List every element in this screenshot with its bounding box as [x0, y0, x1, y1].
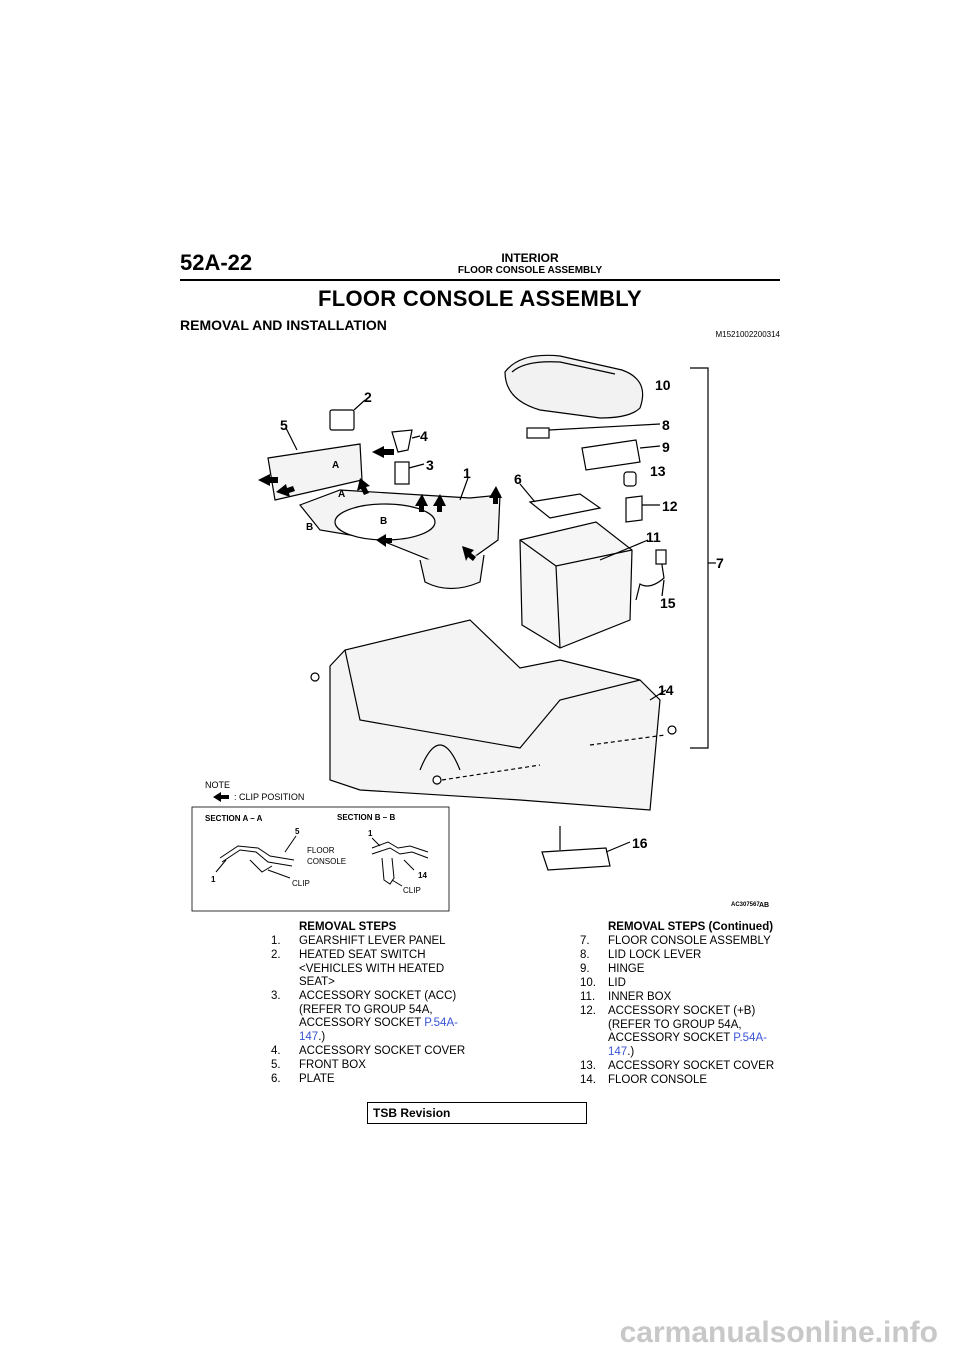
- clip-arrow-legend-icon: [213, 792, 229, 802]
- section-a-label-clip: CLIP: [292, 879, 310, 888]
- list-item: 14. FLOOR CONSOLE: [580, 1074, 708, 1086]
- callout-6: 6: [514, 471, 522, 487]
- callout-14: 14: [658, 682, 674, 698]
- socket-12-part: [625, 495, 643, 523]
- list-item: 13. ACCESSORY SOCKET COVER: [580, 1060, 775, 1072]
- socket-3-part: [394, 461, 410, 485]
- callout-15: 15: [660, 595, 676, 611]
- clip-arrow-icon: [376, 534, 392, 547]
- callout-16: 16: [632, 835, 648, 851]
- list-item: 4. ACCESSORY SOCKET COVER: [271, 1045, 466, 1057]
- clip-arrow-icon: [258, 474, 278, 486]
- section-letter-a-upper: A: [332, 460, 339, 471]
- procedure-subtitle: REMOVAL AND INSTALLATION: [180, 317, 387, 333]
- section-title: INTERIOR: [501, 251, 559, 265]
- callout-7: 7: [716, 555, 724, 571]
- section-b-title: SECTION B – B: [337, 813, 395, 822]
- clip-arrow-icon: [489, 486, 502, 504]
- clip-arrow-icon: [372, 446, 394, 458]
- subsection-title: FLOOR CONSOLE ASSEMBLY: [457, 265, 603, 276]
- callout-10: 10: [655, 377, 671, 393]
- note-text: : CLIP POSITION: [234, 792, 304, 802]
- list-item: 7. FLOOR CONSOLE ASSEMBLY: [580, 935, 771, 947]
- socket-cover-13-part: [623, 471, 637, 487]
- clip-position-arrows: [258, 446, 502, 561]
- callout-4: 4: [420, 428, 428, 444]
- section-letter-b-lower: B: [306, 522, 313, 533]
- section-a-label-floor: FLOOR: [307, 846, 335, 855]
- wire-harness-15-part: [635, 551, 665, 601]
- removal-steps-heading: REMOVAL STEPS: [299, 921, 397, 933]
- section-a-label-console: CONSOLE: [307, 857, 346, 866]
- section-b-callout-14: 14: [418, 871, 427, 880]
- removal-steps-left-list: 1. GEARSHIFT LEVER PANEL 2. HEATED SEAT …: [271, 935, 531, 1087]
- section-b-callout-1: 1: [368, 829, 373, 838]
- heated-seat-switch-part: [329, 409, 355, 431]
- callout-13: 13: [650, 463, 666, 479]
- list-item: 11. INNER BOX: [580, 991, 672, 1003]
- assembly-bracket: [690, 367, 709, 749]
- tsb-revision-label: TSB Revision: [373, 1106, 451, 1120]
- callout-8: 8: [662, 417, 670, 433]
- list-item: 3. ACCESSORY SOCKET (ACC) (REFER TO GROU…: [271, 990, 458, 1043]
- plate-part: [528, 493, 602, 519]
- section-a-callout-5: 5: [295, 827, 300, 836]
- header-rule: [180, 279, 780, 281]
- note-label: NOTE: [205, 780, 230, 790]
- clip-arrow-icon: [357, 478, 370, 495]
- callout-11: 11: [646, 529, 661, 545]
- removal-steps-right-list: 7. FLOOR CONSOLE ASSEMBLY 8. LID LOCK LE…: [580, 935, 780, 1088]
- list-item: 2. HEATED SEAT SWITCH <VEHICLES WITH HEA…: [271, 949, 445, 989]
- clip-arrow-icon: [462, 546, 476, 561]
- lid-lock-lever-part: [526, 427, 550, 439]
- section-inset-box: [191, 806, 450, 912]
- reference-link-147[interactable]: 147: [299, 1030, 319, 1043]
- inner-box-part: [519, 521, 633, 649]
- list-item: 1. GEARSHIFT LEVER PANEL: [271, 935, 446, 947]
- list-item: 9. HINGE: [580, 963, 645, 975]
- reference-link-p54a[interactable]: P.54A-: [733, 1032, 767, 1045]
- callout-5: 5: [280, 417, 288, 433]
- reference-link-147[interactable]: 147: [608, 1045, 628, 1058]
- list-item: 12. ACCESSORY SOCKET (+B) (REFER TO GROU…: [580, 1005, 767, 1058]
- bracket-16-part: [541, 847, 611, 871]
- document-code: M1521002200314: [715, 330, 780, 339]
- section-letter-a-lower: A: [338, 489, 345, 500]
- reference-link-p54a[interactable]: P.54A-: [424, 1017, 458, 1030]
- list-item: 10. LID: [580, 977, 626, 989]
- exploded-view-figure: 1 2 3 4 5 6 7 8 9 10 11 12 13 14 15 16 A…: [191, 354, 769, 912]
- tsb-revision-box: TSB Revision: [367, 1102, 587, 1124]
- section-letter-b-upper: B: [380, 516, 387, 527]
- list-item: 6. PLATE: [271, 1073, 335, 1085]
- section-a-title: SECTION A – A: [205, 814, 263, 823]
- callout-2: 2: [364, 389, 372, 405]
- figure-code-suffix: AB: [759, 902, 769, 909]
- clip-arrow-icon: [276, 484, 295, 497]
- clip-arrow-icon: [415, 494, 428, 512]
- page-title: FLOOR CONSOLE ASSEMBLY: [318, 286, 642, 311]
- callout-9: 9: [662, 439, 670, 455]
- callout-1: 1: [463, 465, 471, 481]
- clip-arrow-icon: [433, 494, 446, 512]
- removal-steps-continued-heading: REMOVAL STEPS (Continued): [608, 921, 774, 933]
- figure-code: AC307567: [731, 902, 760, 908]
- list-item: 5. FRONT BOX: [271, 1059, 366, 1071]
- section-b-label-clip: CLIP: [403, 886, 421, 895]
- watermark: carmanualsonline.info: [619, 1316, 938, 1349]
- callout-3: 3: [426, 457, 434, 473]
- section-a-callout-1: 1: [211, 875, 216, 884]
- page-number: 52A-22: [180, 250, 253, 275]
- floor-console-part: [329, 619, 661, 811]
- hinge-part: [581, 439, 641, 471]
- list-item: 8. LID LOCK LEVER: [580, 949, 702, 961]
- socket-cover-4-part: [391, 429, 413, 453]
- lid-part: [504, 354, 644, 419]
- callout-12: 12: [662, 498, 678, 514]
